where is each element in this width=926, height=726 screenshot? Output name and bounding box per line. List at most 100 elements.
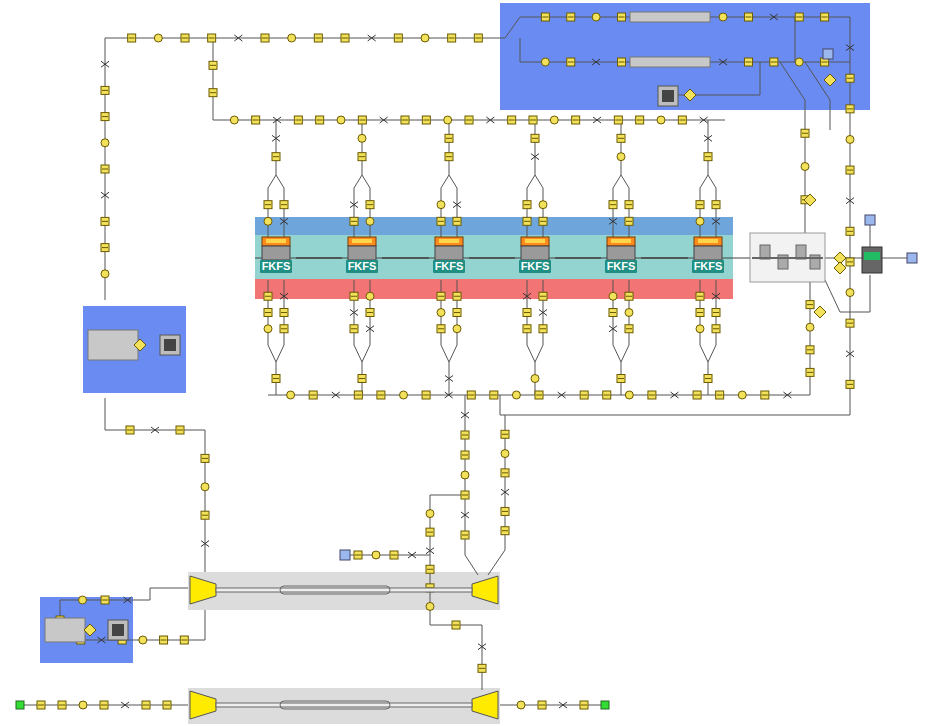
pipe-element bbox=[625, 201, 633, 209]
pipe-element bbox=[572, 116, 580, 124]
orifice-symbol bbox=[609, 326, 617, 332]
pipe-mark bbox=[847, 323, 853, 324]
pipe-element bbox=[618, 58, 626, 66]
pipe-element bbox=[426, 528, 434, 536]
pipe-mark bbox=[540, 221, 546, 222]
pipe-mark bbox=[610, 204, 616, 205]
cylinder-head bbox=[694, 237, 722, 246]
pipe-element bbox=[625, 292, 633, 300]
orifice-symbol bbox=[97, 637, 105, 643]
cylinder-logo: FKFS bbox=[605, 260, 638, 273]
pipe-element bbox=[636, 116, 644, 124]
pipe-element bbox=[523, 325, 531, 333]
cylinder-flame bbox=[698, 239, 718, 243]
pipe-line bbox=[276, 280, 284, 362]
sensor-symbol bbox=[592, 13, 600, 21]
pipe-mark bbox=[771, 62, 777, 63]
pipe-element bbox=[501, 430, 509, 438]
crank-connector bbox=[296, 257, 342, 259]
pipe-mark bbox=[129, 38, 135, 39]
pipe-element bbox=[452, 621, 460, 629]
cylinder-flame bbox=[439, 239, 459, 243]
pipe-element bbox=[501, 507, 509, 515]
cylinder-flame bbox=[266, 239, 286, 243]
pipe-mark bbox=[438, 221, 444, 222]
pipe-element bbox=[467, 391, 475, 399]
pipe-element bbox=[603, 391, 611, 399]
sensor-symbol bbox=[539, 201, 547, 209]
pipe-element bbox=[163, 701, 171, 709]
pipe-element bbox=[101, 596, 109, 604]
pipe-bar bbox=[88, 330, 138, 360]
pipe-element bbox=[501, 527, 509, 535]
pipe-element bbox=[101, 165, 109, 173]
cylinder-head bbox=[607, 237, 635, 246]
orifice-symbol bbox=[700, 117, 708, 123]
pipe-element bbox=[539, 292, 547, 300]
compressor-symbol bbox=[190, 691, 216, 719]
pipe-element bbox=[846, 319, 854, 327]
pipe-element bbox=[358, 116, 366, 124]
pipe-element bbox=[508, 116, 516, 124]
orifice-symbol bbox=[408, 552, 416, 558]
pipe-line bbox=[500, 395, 850, 415]
pipe-element bbox=[712, 309, 720, 317]
pipe-element bbox=[704, 375, 712, 383]
pipe-element bbox=[445, 153, 453, 161]
pipe-bar bbox=[45, 618, 85, 642]
pipe-element bbox=[696, 309, 704, 317]
pipe-element bbox=[523, 309, 531, 317]
pipe-mark bbox=[568, 62, 574, 63]
pipe-mark bbox=[568, 17, 574, 18]
sensor-symbol bbox=[230, 116, 238, 124]
pipe-mark bbox=[536, 395, 542, 396]
pipe-element bbox=[101, 217, 109, 225]
pipe-element bbox=[744, 13, 752, 21]
pipe-element bbox=[474, 34, 482, 42]
pipe-mark bbox=[705, 378, 711, 379]
pipe-mark bbox=[802, 133, 808, 134]
control-diamond bbox=[824, 74, 836, 86]
pipe-element bbox=[821, 13, 829, 21]
pipe-mark bbox=[822, 17, 828, 18]
turbine-symbol bbox=[472, 576, 498, 604]
pipe-mark bbox=[581, 705, 587, 706]
pipe-line bbox=[105, 398, 205, 572]
pipe-mark bbox=[202, 515, 208, 516]
pipe-line bbox=[105, 38, 505, 300]
pipe-line bbox=[488, 415, 505, 575]
pipe-element bbox=[453, 217, 461, 225]
turbine-symbol bbox=[472, 691, 498, 719]
pipe-mark bbox=[391, 555, 397, 556]
pipe-mark bbox=[530, 120, 536, 121]
sensor-symbol bbox=[719, 13, 727, 21]
boundary-end bbox=[16, 701, 24, 709]
orifice-symbol bbox=[478, 644, 486, 650]
sensor-symbol bbox=[461, 471, 469, 479]
sensor-symbol bbox=[201, 483, 209, 491]
orifice-symbol bbox=[783, 392, 791, 398]
pipe-mark bbox=[102, 90, 108, 91]
pipe-mark bbox=[847, 108, 853, 109]
sensor-symbol bbox=[609, 292, 617, 300]
pipe-mark bbox=[164, 705, 170, 706]
pipe-element bbox=[704, 153, 712, 161]
pipe-element bbox=[341, 34, 349, 42]
pipe-mark bbox=[626, 296, 632, 297]
pipe-line bbox=[825, 275, 870, 312]
pipe-element bbox=[437, 292, 445, 300]
pipe-mark bbox=[315, 38, 321, 39]
pipe-element bbox=[350, 292, 358, 300]
pipe-element bbox=[128, 34, 136, 42]
sensor-symbol bbox=[846, 289, 854, 297]
pipe-mark bbox=[502, 472, 508, 473]
pipe-mark bbox=[253, 120, 259, 121]
pipe-mark bbox=[446, 156, 452, 157]
orifice-symbol bbox=[704, 135, 712, 141]
orifice-symbol bbox=[201, 541, 209, 547]
pipe-mark bbox=[475, 38, 481, 39]
cylinder-block: FKFS bbox=[515, 236, 555, 273]
cylinder-block: FKFS bbox=[429, 236, 469, 273]
cylinder-block: FKFS bbox=[256, 236, 296, 273]
sensor-symbol bbox=[517, 701, 525, 709]
